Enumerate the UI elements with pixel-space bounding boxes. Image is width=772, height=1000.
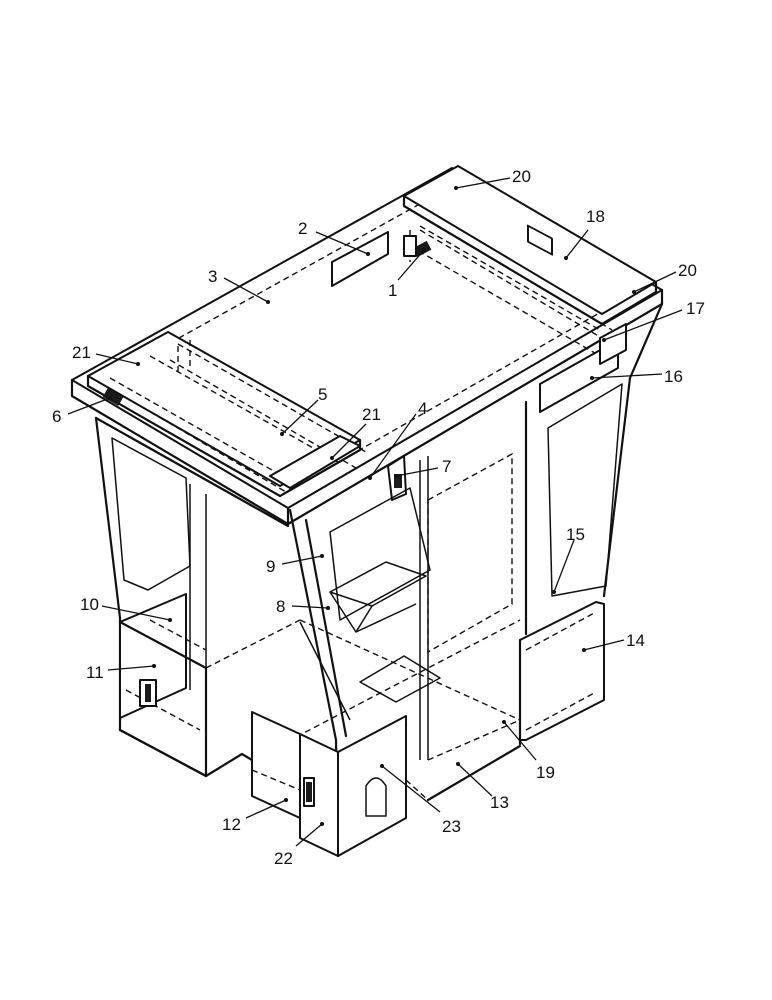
callout-9: 9 [266, 557, 275, 576]
callout-6: 6 [52, 407, 61, 426]
callout-19: 19 [536, 763, 555, 782]
roof-strip-5 [269, 435, 361, 489]
step-box-23 [337, 715, 429, 857]
callout-1: 1 [388, 281, 397, 300]
rear-roof-rail [86, 331, 367, 498]
callout-15: 15 [566, 525, 585, 544]
callout-21-left: 21 [72, 343, 91, 362]
roof-bracket-2 [331, 231, 389, 287]
callout-17: 17 [686, 299, 705, 318]
callout-13: 13 [490, 793, 509, 812]
callout-23: 23 [442, 817, 461, 836]
callout-labels: 1 2 3 4 5 6 7 8 9 10 11 12 13 14 15 16 1… [52, 167, 705, 868]
callout-12: 12 [222, 815, 241, 834]
door-hinge-bracket-7 [387, 455, 407, 501]
front-console-14 [426, 601, 605, 802]
callout-4: 4 [418, 399, 427, 418]
front-frame [419, 302, 664, 760]
left-console-10 [118, 593, 208, 778]
callout-20-top: 20 [512, 167, 531, 186]
callout-10: 10 [80, 595, 99, 614]
callout-20-right: 20 [678, 261, 697, 280]
callout-18: 18 [586, 207, 605, 226]
seat-block-8 [329, 561, 427, 633]
leader-lines [67, 177, 683, 847]
callout-3: 3 [208, 267, 217, 286]
callout-14: 14 [626, 631, 645, 650]
hinge-bracket-1 [403, 235, 432, 258]
callout-8: 8 [276, 597, 285, 616]
callout-16: 16 [664, 367, 683, 386]
callout-11: 11 [86, 663, 104, 682]
floor-box-12 [251, 711, 301, 819]
callout-7: 7 [442, 457, 451, 476]
callout-21-mid: 21 [362, 405, 381, 424]
callout-2: 2 [298, 219, 307, 238]
callout-5: 5 [318, 385, 327, 404]
rear-hinge-6 [102, 388, 124, 406]
callout-22: 22 [274, 849, 293, 868]
